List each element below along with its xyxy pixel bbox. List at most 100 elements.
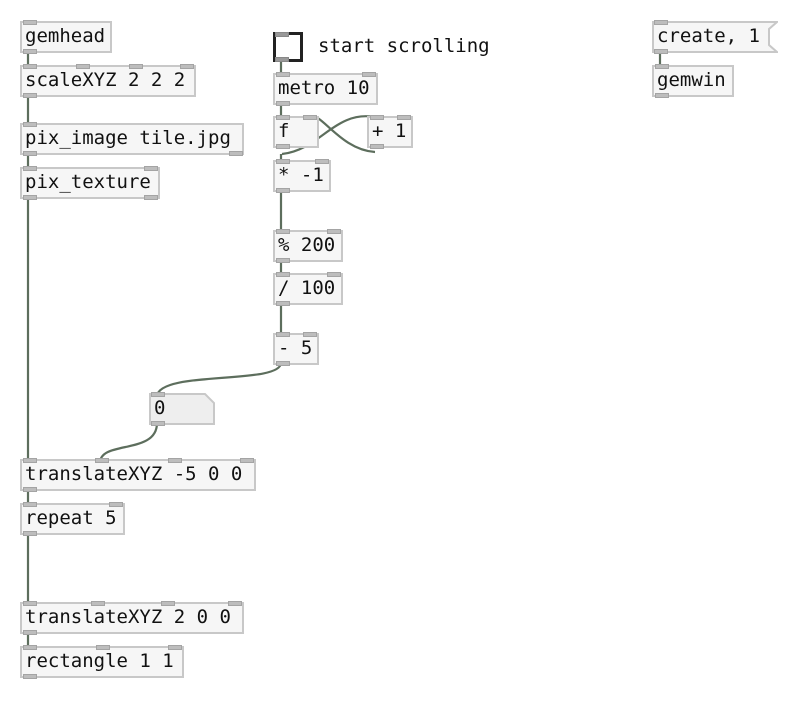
scalexyz-inlet-1[interactable] [23, 64, 37, 69]
rectangle-label: rectangle 1 1 [25, 650, 174, 672]
translate2-label: translateXYZ 2 0 0 [25, 606, 231, 628]
times-label: * -1 [278, 164, 324, 186]
divide-inlet-2[interactable] [327, 272, 341, 277]
number-value: 0 [154, 397, 166, 419]
wire-number-translate1 [98, 422, 159, 464]
pix-image-outlet-1[interactable] [23, 151, 37, 156]
metro-label: metro 10 [278, 77, 370, 99]
translate2-object[interactable]: translateXYZ 2 0 0 [20, 601, 244, 635]
create-outlet[interactable] [654, 49, 668, 54]
translate1-object[interactable]: translateXYZ -5 0 0 [20, 458, 256, 492]
wire-minus-number [155, 362, 283, 397]
divide-label: / 100 [278, 277, 336, 299]
minus-label: - 5 [278, 337, 313, 359]
number-outlet[interactable] [151, 421, 165, 426]
float-label: f [278, 120, 290, 142]
scalexyz-inlet-3[interactable] [129, 64, 143, 69]
modulo-outlet[interactable] [276, 258, 290, 263]
translate2-inlet-1[interactable] [23, 601, 37, 606]
float-inlet-2[interactable] [303, 115, 317, 120]
minus-inlet-2[interactable] [303, 332, 317, 337]
create-message-label: create, 1 [657, 25, 760, 47]
translate1-inlet-4[interactable] [240, 458, 254, 463]
metro-outlet[interactable] [276, 101, 290, 106]
translate2-inlet-3[interactable] [161, 601, 175, 606]
gemhead-outlet[interactable] [23, 49, 37, 54]
scalexyz-label: scaleXYZ 2 2 2 [25, 69, 186, 91]
times-inlet-1[interactable] [276, 159, 290, 164]
toggle-outlet[interactable] [275, 57, 289, 62]
pix-image-label: pix_image tile.jpg [25, 127, 231, 149]
divide-outlet[interactable] [276, 301, 290, 306]
pix-texture-inlet-1[interactable] [23, 166, 37, 171]
translate1-label: translateXYZ -5 0 0 [25, 463, 243, 485]
rectangle-inlet-3[interactable] [168, 645, 182, 650]
number-box[interactable]: 0 [149, 392, 215, 426]
translate1-inlet-1[interactable] [23, 458, 37, 463]
metro-object[interactable]: metro 10 [273, 72, 378, 106]
gemhead-object[interactable]: gemhead [20, 20, 112, 54]
gemhead-label: gemhead [25, 25, 106, 47]
pix-image-inlet[interactable] [23, 122, 37, 127]
divide-inlet-1[interactable] [276, 272, 290, 277]
plus-object[interactable]: + 1 [367, 115, 413, 149]
minus-inlet-1[interactable] [276, 332, 290, 337]
gemwin-inlet[interactable] [655, 64, 669, 69]
gemwin-outlet[interactable] [655, 93, 669, 98]
plus-label: + 1 [372, 120, 407, 142]
plus-inlet-2[interactable] [397, 115, 411, 120]
rectangle-outlet[interactable] [23, 674, 37, 679]
create-inlet[interactable] [654, 20, 668, 25]
pix-texture-label: pix_texture [25, 171, 151, 193]
metro-inlet-2[interactable] [362, 72, 376, 77]
pix-texture-object[interactable]: pix_texture [20, 166, 160, 200]
float-inlet-1[interactable] [276, 115, 290, 120]
repeat-outlet[interactable] [23, 531, 37, 536]
repeat-inlet-1[interactable] [23, 502, 37, 507]
translate1-outlet[interactable] [23, 487, 37, 492]
wire-plus-float [309, 115, 376, 154]
translate2-inlet-2[interactable] [91, 601, 105, 606]
translate2-inlet-4[interactable] [228, 601, 242, 606]
rectangle-object[interactable]: rectangle 1 1 [20, 645, 184, 679]
rectangle-inlet-1[interactable] [23, 645, 37, 650]
translate1-inlet-3[interactable] [168, 458, 182, 463]
pix-texture-outlet-2[interactable] [144, 195, 158, 200]
gemhead-inlet[interactable] [23, 20, 37, 25]
pix-texture-outlet-1[interactable] [23, 195, 37, 200]
translate1-inlet-2[interactable] [95, 458, 109, 463]
gemwin-object[interactable]: gemwin [652, 64, 734, 98]
toggle-inlet[interactable] [275, 32, 289, 37]
gemwin-label: gemwin [657, 69, 726, 91]
float-outlet[interactable] [276, 144, 290, 149]
scalexyz-inlet-4[interactable] [180, 64, 194, 69]
times-inlet-2[interactable] [315, 159, 329, 164]
rectangle-inlet-2[interactable] [96, 645, 110, 650]
scalexyz-object[interactable]: scaleXYZ 2 2 2 [20, 64, 196, 98]
float-object[interactable]: f [273, 115, 319, 149]
metro-inlet-1[interactable] [276, 72, 290, 77]
times-outlet[interactable] [276, 188, 290, 193]
plus-inlet-1[interactable] [370, 115, 384, 120]
minus-outlet[interactable] [276, 361, 290, 366]
pix-image-object[interactable]: pix_image tile.jpg [20, 122, 244, 156]
modulo-inlet-2[interactable] [327, 229, 341, 234]
scalexyz-outlet[interactable] [23, 93, 37, 98]
repeat-object[interactable]: repeat 5 [20, 502, 125, 536]
pix-texture-inlet-2[interactable] [144, 166, 158, 171]
number-box-frame [149, 393, 215, 425]
repeat-inlet-2[interactable] [109, 502, 123, 507]
pix-image-outlet-2[interactable] [229, 151, 243, 156]
times-object[interactable]: * -1 [273, 159, 331, 193]
divide-object[interactable]: / 100 [273, 272, 343, 306]
create-message[interactable]: create, 1 [652, 20, 778, 54]
start-toggle[interactable] [273, 32, 303, 62]
modulo-object[interactable]: % 200 [273, 229, 343, 263]
number-inlet[interactable] [151, 392, 165, 397]
minus-object[interactable]: - 5 [273, 332, 319, 366]
translate2-outlet[interactable] [23, 630, 37, 635]
modulo-inlet-1[interactable] [276, 229, 290, 234]
scalexyz-inlet-2[interactable] [76, 64, 90, 69]
plus-outlet[interactable] [370, 144, 384, 149]
